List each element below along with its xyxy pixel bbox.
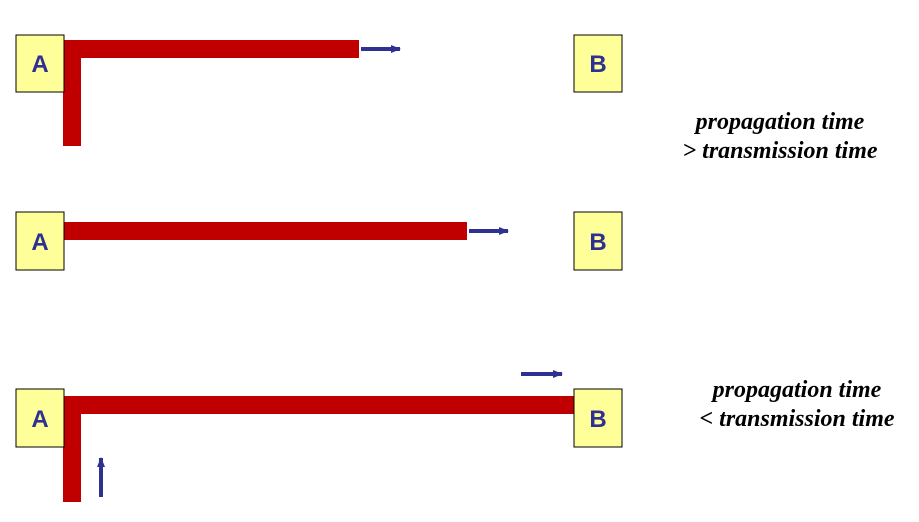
caption-line-1: propagation time	[695, 109, 865, 135]
node-a-label: A	[31, 51, 48, 78]
node-b	[573, 34, 623, 93]
signal-horizontal-bar	[63, 396, 576, 414]
node-b-label: B	[589, 51, 606, 78]
signal-horizontal-bar	[63, 222, 467, 240]
signal-vertical-bar	[63, 396, 81, 502]
caption-line-1: propagation time	[712, 377, 882, 403]
node-a-label: A	[31, 229, 48, 256]
caption-line-2: < transmission time	[699, 406, 895, 432]
node-a-label: A	[31, 406, 48, 433]
node-b-label: B	[589, 406, 606, 433]
node-b	[573, 388, 623, 448]
node-a	[15, 388, 65, 448]
caption-propagation-greater: propagation time > transmission time	[655, 108, 905, 166]
scenario-1: A B	[15, 34, 623, 146]
signal-horizontal-bar	[63, 40, 359, 58]
caption-propagation-less: propagation time < transmission time	[672, 376, 919, 434]
signal-vertical-bar	[63, 40, 81, 146]
scenario-2: A B	[15, 211, 623, 271]
node-a	[15, 211, 65, 271]
node-b-label: B	[589, 229, 606, 256]
caption-line-2: > transmission time	[682, 138, 878, 164]
scenario-3: A B	[15, 370, 623, 502]
node-a	[15, 34, 65, 93]
node-b	[573, 211, 623, 271]
